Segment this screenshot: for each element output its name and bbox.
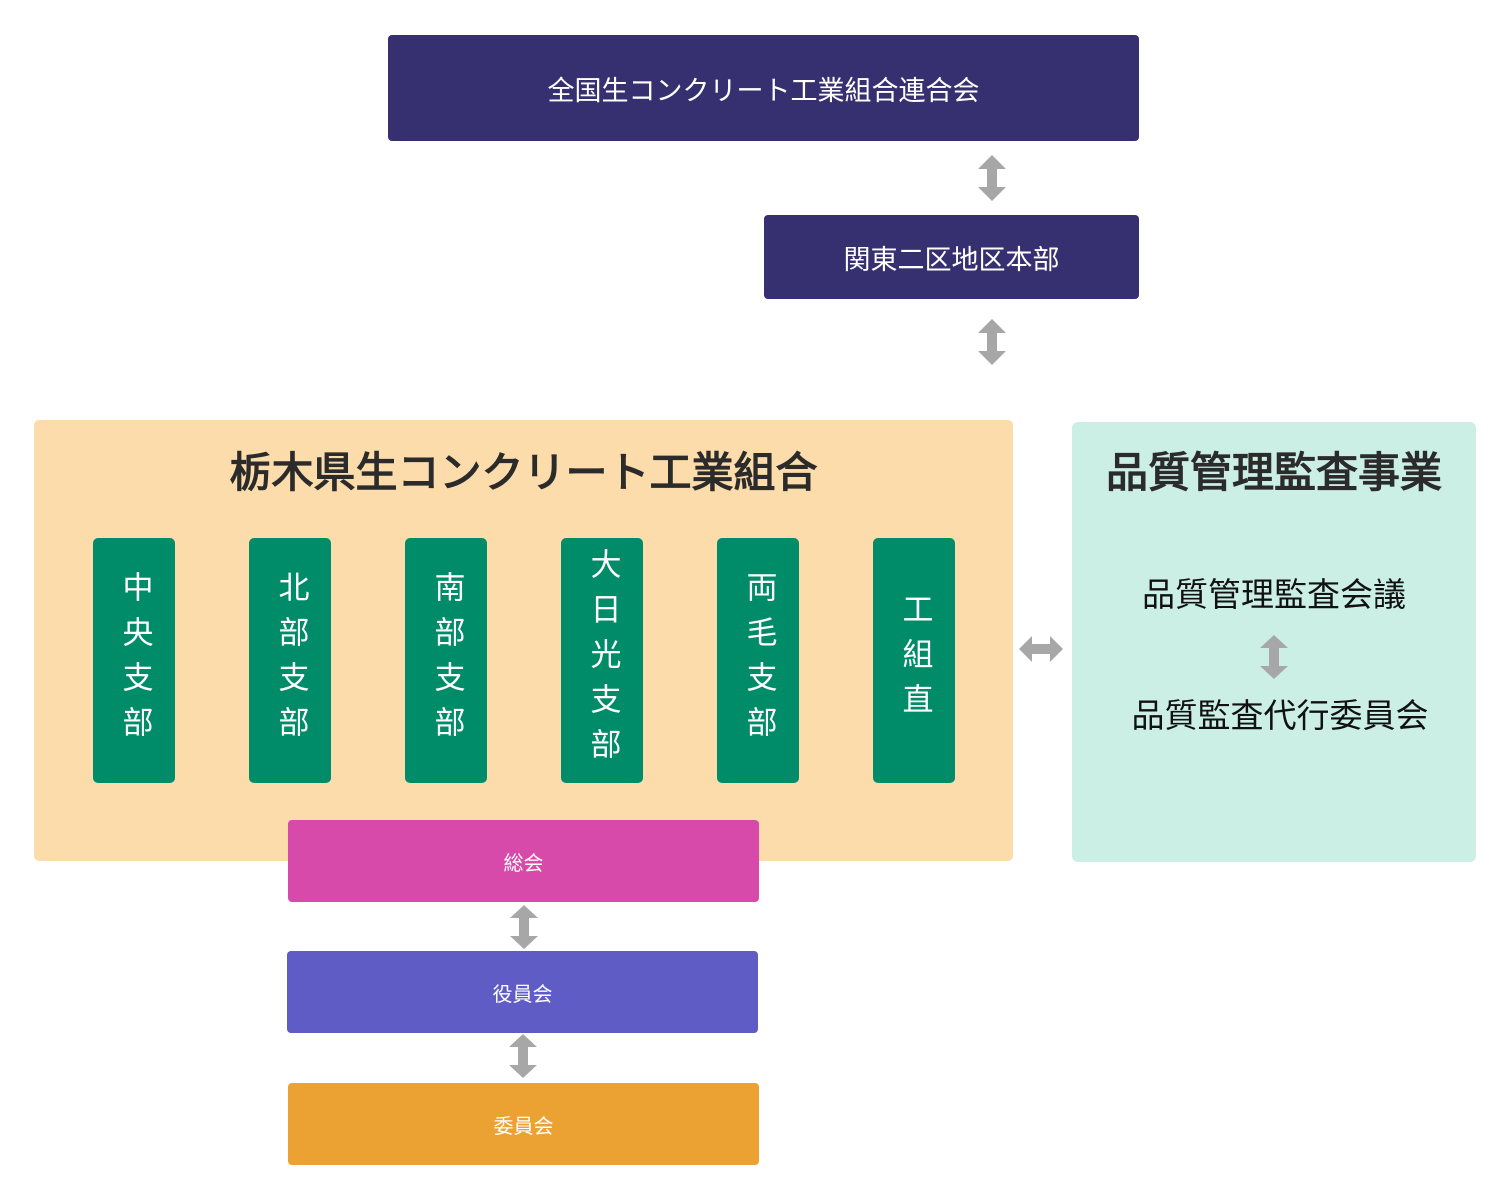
branch-nanbu: 南部支部	[405, 538, 487, 783]
committee-box: 委員会	[288, 1083, 759, 1165]
double-arrow-vertical-icon	[978, 319, 1006, 365]
double-arrow-vertical-icon	[510, 905, 538, 949]
double-arrow-vertical-icon	[1260, 635, 1288, 679]
general-meeting-box: 総会	[288, 820, 759, 902]
branch-dainikko: 大日光支部	[561, 538, 643, 783]
board-box: 役員会	[287, 951, 758, 1033]
double-arrow-vertical-icon	[509, 1034, 537, 1078]
regional-hq-box: 関東二区地区本部	[764, 215, 1139, 299]
quality-council: 品質管理監査会議	[1142, 575, 1406, 614]
double-arrow-vertical-icon	[978, 155, 1006, 201]
national-federation-box: 全国生コンクリート工業組合連合会	[388, 35, 1139, 141]
quality-committee: 品質監査代行委員会	[1131, 696, 1429, 735]
union-title: 栃木県生コンクリート工業組合	[229, 448, 818, 497]
branch-ryomo: 両毛支部	[717, 538, 799, 783]
branch-hokubu: 北部支部	[249, 538, 331, 783]
double-arrow-horizontal-icon	[1019, 636, 1063, 662]
branch-kokumi-direct: 工組直	[873, 538, 955, 783]
quality-title: 品質管理監査事業	[1105, 448, 1442, 497]
branch-chuo: 中央支部	[93, 538, 175, 783]
union-panel	[34, 420, 1013, 861]
